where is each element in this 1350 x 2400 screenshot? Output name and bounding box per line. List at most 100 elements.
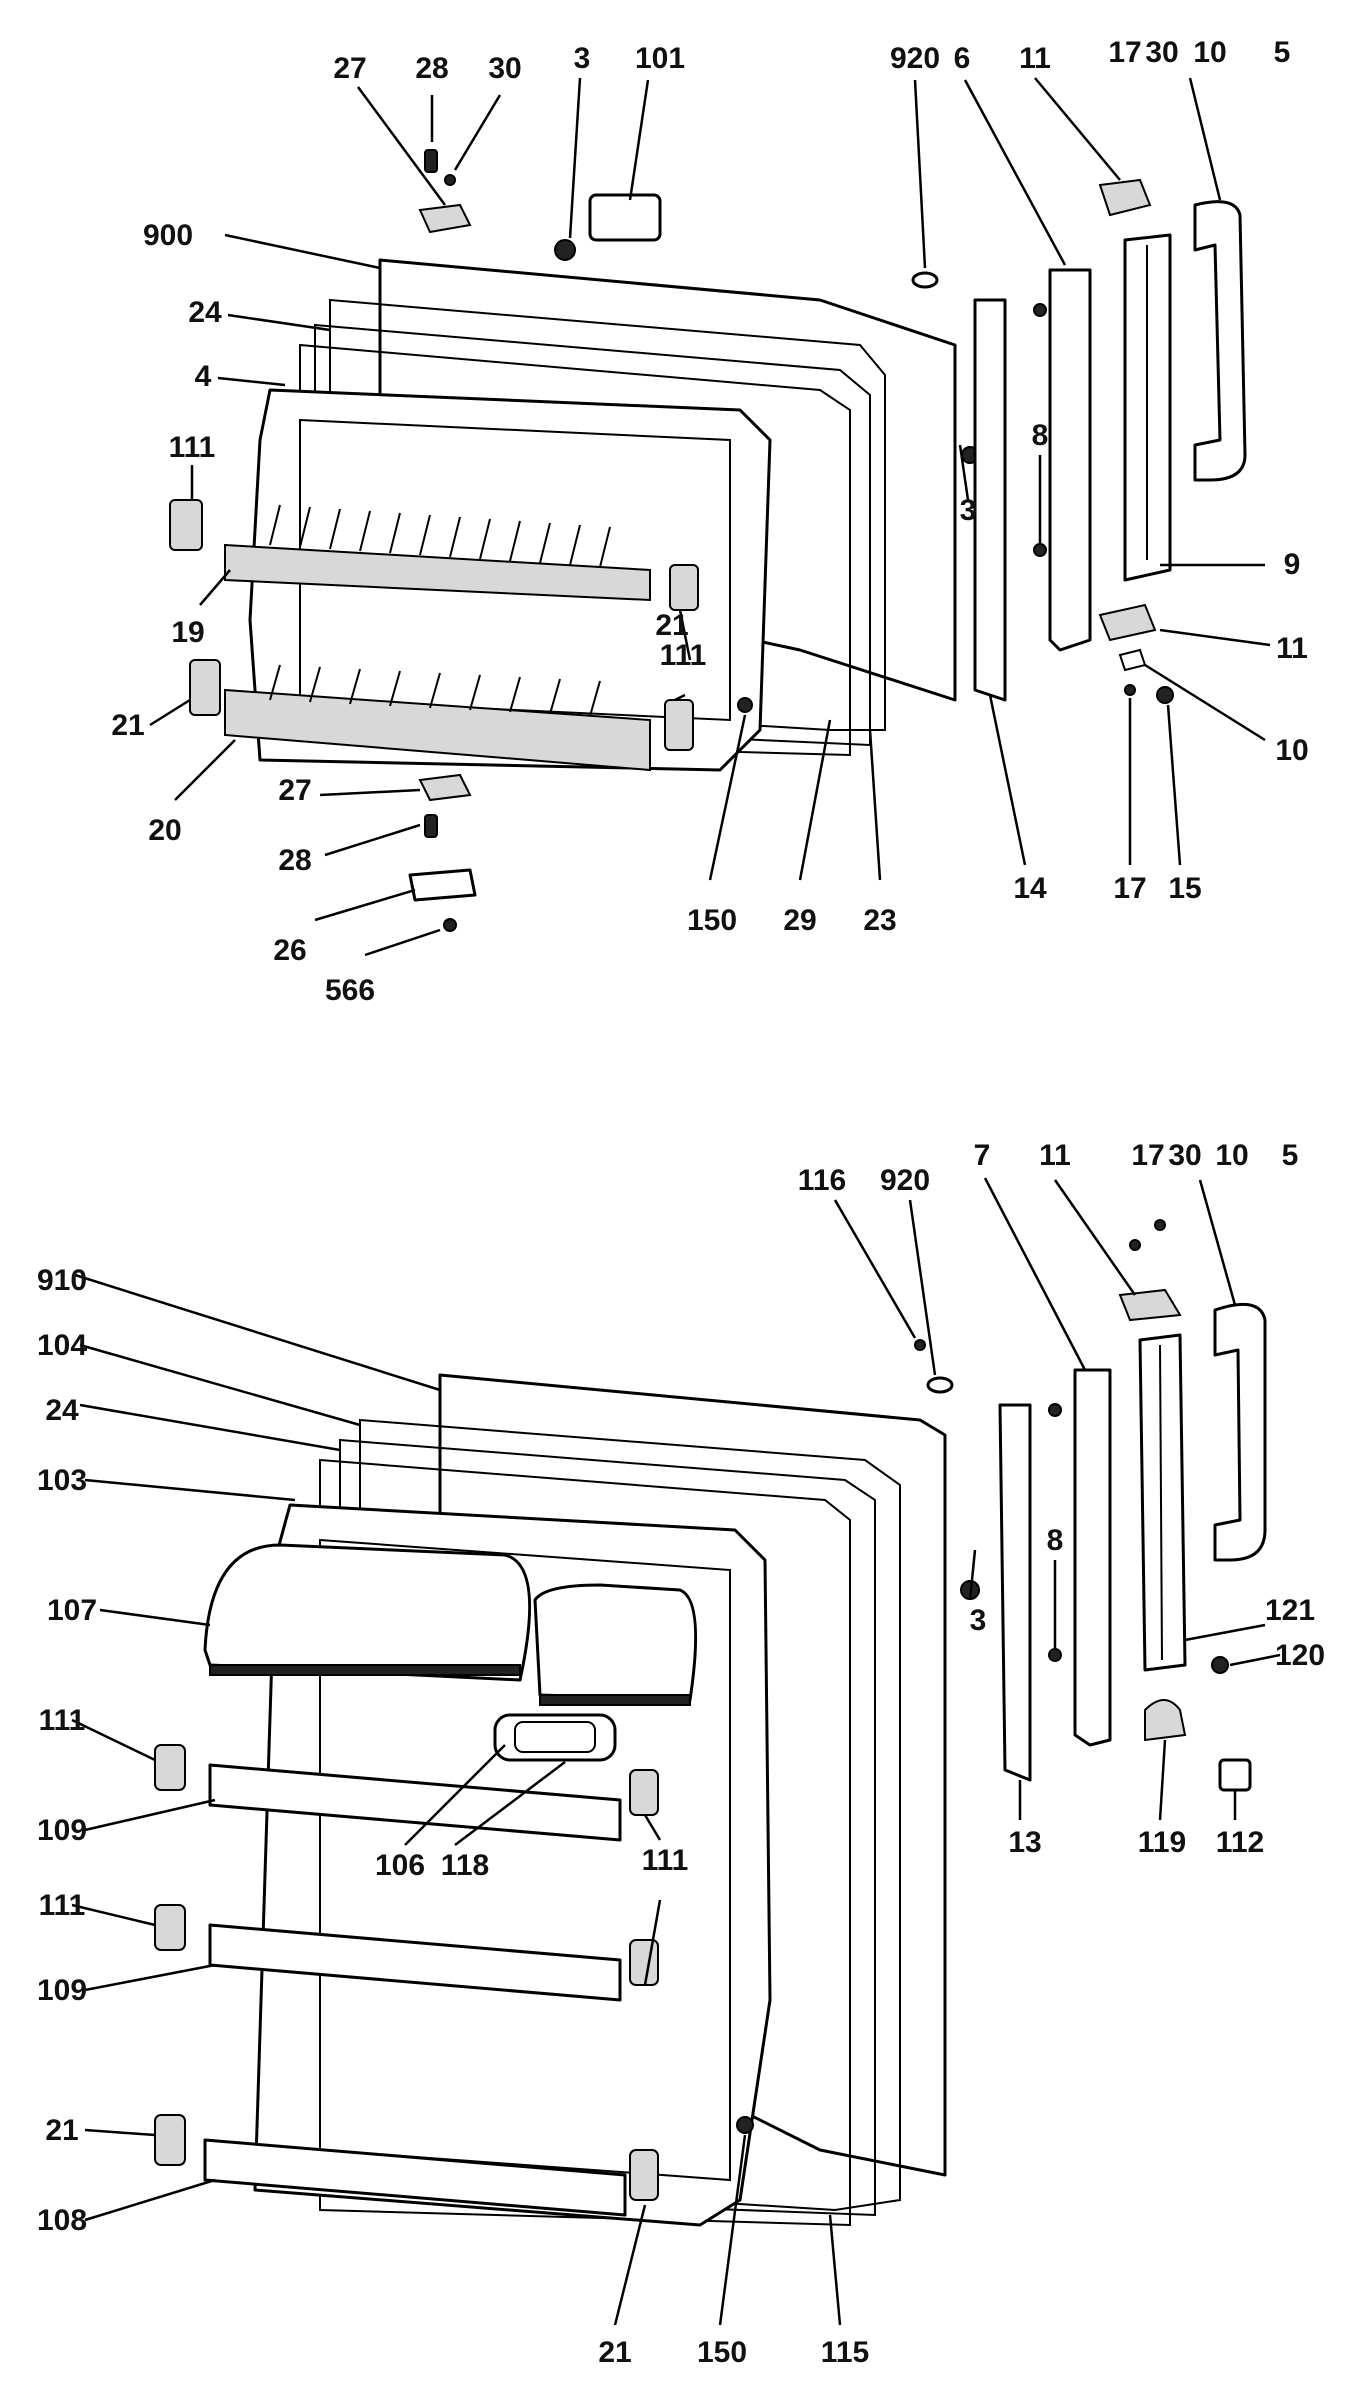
leader-lines <box>71 77 1281 2326</box>
shelf-bracket-111 <box>169 499 203 551</box>
label-30-bottom: 30 <box>1168 1139 1201 1172</box>
label-103: 103 <box>37 1464 87 1497</box>
door-shelf-20 <box>224 688 651 772</box>
label-5-top: 5 <box>1274 36 1291 69</box>
shelf-bracket-21 <box>189 659 221 716</box>
label-13: 13 <box>1008 1826 1041 1859</box>
label-8-top: 8 <box>1032 419 1049 452</box>
door-shelf-19 <box>224 543 651 602</box>
screw-30 <box>444 174 456 186</box>
label-920-top: 920 <box>890 42 940 75</box>
bumper-3 <box>554 239 576 261</box>
label-3-top: 3 <box>574 42 591 75</box>
screw-8b <box>1033 543 1047 557</box>
label-24-top: 24 <box>188 296 222 329</box>
label-21-bottom-a: 21 <box>45 2114 78 2147</box>
label-10-bottom: 10 <box>1215 1139 1248 1172</box>
upper-door-assembly <box>169 149 1247 932</box>
label-21-bottom-b: 21 <box>598 2336 631 2369</box>
label-27-top: 27 <box>333 52 366 85</box>
plug-920-lower <box>926 1376 954 1394</box>
label-11-top-b: 11 <box>1276 632 1308 665</box>
label-111-top-a: 111 <box>169 431 216 464</box>
label-17-bottom: 17 <box>1131 1139 1164 1172</box>
channel-14 <box>973 298 1007 702</box>
part-labels: 27 28 30 3 101 920 6 11 17 30 10 5 900 2… <box>37 36 1325 2369</box>
label-101: 101 <box>635 42 685 75</box>
label-106: 106 <box>375 1849 425 1882</box>
label-118: 118 <box>441 1849 489 1882</box>
lower-door-assembly <box>154 1219 1267 2227</box>
bracket-7 <box>1073 1368 1112 1747</box>
handle-5-lower <box>1213 1302 1267 1562</box>
part-101 <box>588 193 662 242</box>
plug-920 <box>911 271 939 289</box>
label-111-top-b: 111 <box>660 639 707 672</box>
screw-150-lower <box>736 2116 754 2134</box>
label-119: 119 <box>1138 1826 1186 1859</box>
label-108: 108 <box>37 2204 87 2237</box>
label-566: 566 <box>325 974 375 1007</box>
screw-15 <box>1156 686 1174 704</box>
label-11-bottom: 11 <box>1039 1139 1071 1172</box>
label-112: 112 <box>1216 1826 1264 1859</box>
hinge-26 <box>408 868 477 902</box>
label-910: 910 <box>37 1264 87 1297</box>
label-6: 6 <box>954 42 971 75</box>
label-26: 26 <box>273 934 306 967</box>
end-cap-11-top <box>1098 178 1152 217</box>
hinge-27-bottom <box>418 773 472 802</box>
dairy-cover-107 <box>203 1543 532 1682</box>
label-121: 121 <box>1265 1594 1315 1627</box>
door-shelf-109-lower <box>208 1923 622 2002</box>
label-10-top-b: 10 <box>1275 734 1308 767</box>
label-115: 115 <box>821 2336 869 2369</box>
label-30-top-right: 30 <box>1145 36 1178 69</box>
door-shelf-109-upper <box>208 1763 622 1842</box>
label-150-bottom: 150 <box>697 2336 747 2369</box>
label-8-bottom: 8 <box>1047 1524 1064 1557</box>
label-900: 900 <box>143 219 193 252</box>
label-23: 23 <box>863 904 896 937</box>
screw-150 <box>737 697 753 713</box>
cap-119 <box>1144 1699 1187 1742</box>
label-7: 7 <box>974 1139 991 1172</box>
screw-566 <box>443 918 457 932</box>
shelf-bracket-21 <box>154 2114 186 2166</box>
label-19: 19 <box>171 616 204 649</box>
screw-17 <box>1124 684 1136 696</box>
label-3-side: 3 <box>960 494 977 527</box>
label-111-bottom-c: 111 <box>39 1889 86 1922</box>
label-24-bottom: 24 <box>45 1394 79 1427</box>
screw-120 <box>1211 1656 1229 1674</box>
label-109-b: 109 <box>37 1974 87 2007</box>
label-920-bottom: 920 <box>880 1164 930 1197</box>
label-21-top-b: 21 <box>111 709 144 742</box>
label-3-bottom: 3 <box>970 1604 987 1637</box>
label-10-top: 10 <box>1193 36 1226 69</box>
end-cap-11-lower <box>1118 1288 1182 1322</box>
label-4: 4 <box>195 360 212 393</box>
label-28-top: 28 <box>415 52 448 85</box>
label-21-top-a: 21 <box>655 609 688 642</box>
label-29: 29 <box>783 904 816 937</box>
label-27-bottom: 27 <box>278 774 311 807</box>
handle-trim-121 <box>1138 1333 1187 1672</box>
label-111-bottom-a: 111 <box>39 1704 86 1737</box>
end-cap-11-bottom <box>1098 603 1157 642</box>
hinge-27-top <box>418 203 472 234</box>
screw-116 <box>914 1339 926 1351</box>
label-17-top: 17 <box>1108 36 1141 69</box>
door-shelf-108 <box>203 2138 627 2217</box>
label-11-top: 11 <box>1019 42 1051 75</box>
handle-5 <box>1193 200 1247 482</box>
hinge-pin-28 <box>424 149 438 173</box>
shelf-bracket-111-b <box>154 1904 186 1951</box>
washer-10 <box>1118 648 1147 672</box>
screw-8a <box>1033 303 1047 317</box>
label-120: 120 <box>1275 1639 1325 1672</box>
channel-13 <box>998 1403 1032 1782</box>
label-28-bottom: 28 <box>278 844 311 877</box>
label-30-top: 30 <box>488 52 521 85</box>
